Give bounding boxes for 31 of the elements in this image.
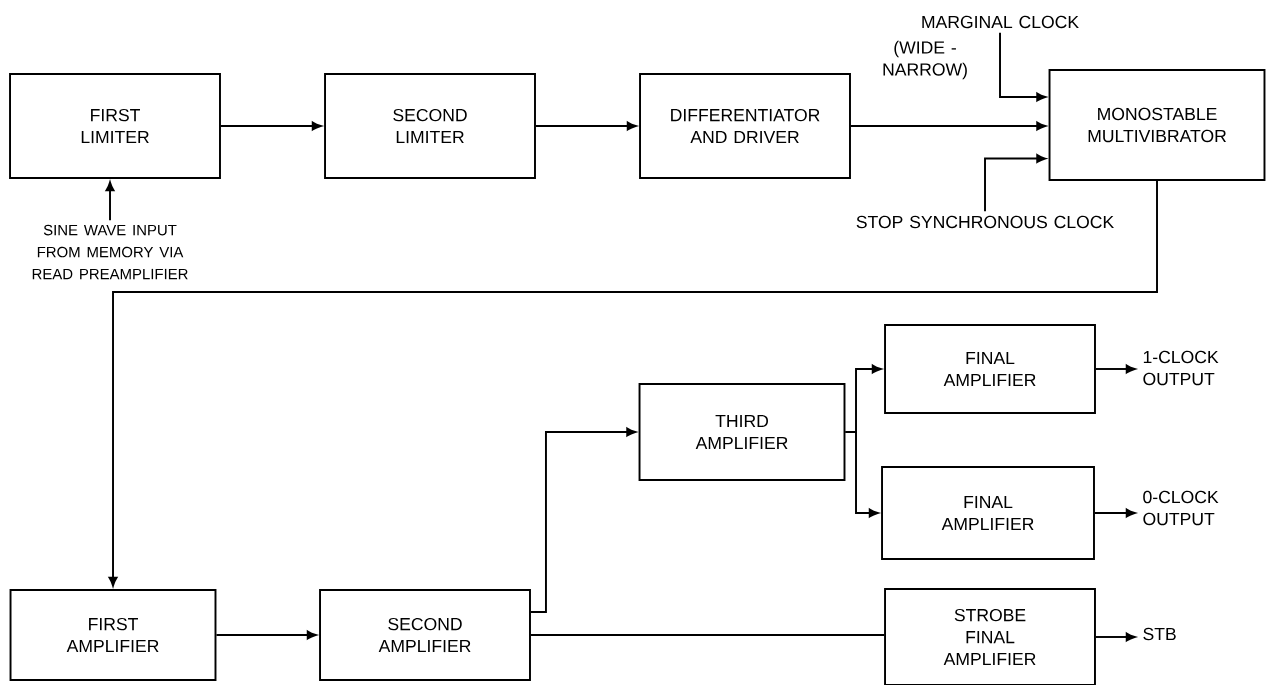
block-box: FIRST LIMITER	[9, 73, 221, 179]
arrow	[220, 121, 322, 131]
block-box: DIFFERENTIATOR AND DRIVER	[639, 73, 851, 179]
signal-text: 0-CLOCK OUTPUT	[1143, 490, 1219, 526]
arrow	[1095, 632, 1136, 642]
arrow	[1095, 364, 1136, 374]
arrow	[999, 31, 1046, 102]
block-box: SECOND LIMITER	[324, 73, 536, 179]
note-text: (WIDE - NARROW)	[883, 40, 967, 80]
signal-text: MARGINAL CLOCK	[922, 15, 1079, 29]
signal-text: STB	[1143, 627, 1176, 641]
block-box: FINAL AMPLIFIER	[881, 466, 1095, 560]
arrow	[844, 431, 879, 518]
arrow	[530, 427, 636, 613]
arrow	[984, 154, 1046, 213]
signal-text: 1-CLOCK OUTPUT	[1143, 350, 1219, 386]
block-box: FINAL AMPLIFIER	[884, 324, 1096, 414]
signal-text: STOP SYNCHRONOUS CLOCK	[856, 215, 1114, 229]
arrow	[850, 121, 1046, 131]
arrow	[215, 630, 317, 640]
block-box: MONOSTABLE MULTIVIBRATOR	[1048, 69, 1266, 181]
block-box: FIRST AMPLIFIER	[9, 589, 217, 681]
block-box: SECOND AMPLIFIER	[319, 589, 531, 681]
arrow	[108, 180, 1158, 587]
arrow	[105, 181, 115, 222]
block-box: STROBE FINAL AMPLIFIER	[884, 588, 1096, 685]
arrow	[1094, 508, 1136, 518]
signal-text: SINE WAVE INPUT FROM MEMORY VIA READ PREAMPLIFIER	[32, 224, 188, 280]
arrow	[535, 121, 637, 131]
connector-line	[530, 634, 886, 636]
block-box: THIRD AMPLIFIER	[638, 383, 846, 481]
